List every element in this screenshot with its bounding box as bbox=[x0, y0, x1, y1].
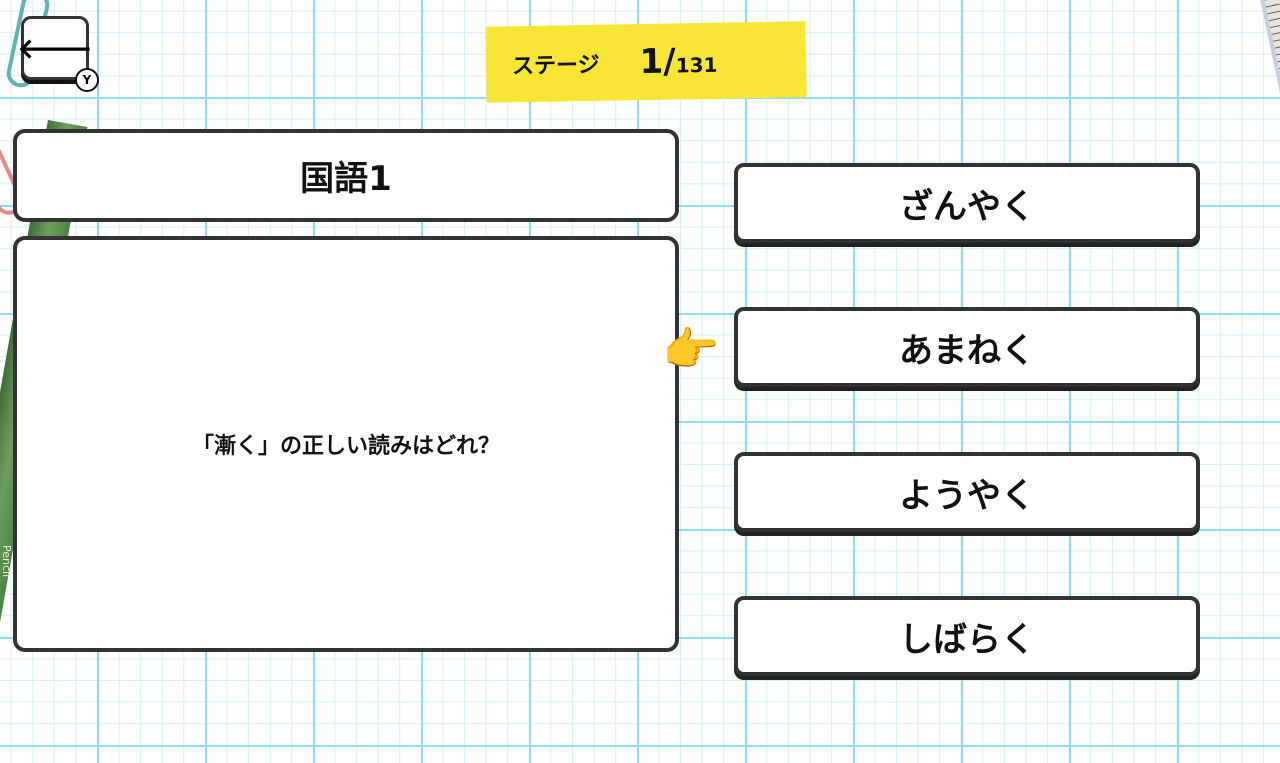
pencil-label: Pencil bbox=[0, 545, 13, 578]
answer-button[interactable]: あまねく bbox=[734, 307, 1200, 387]
answer-button[interactable]: ざんやく bbox=[734, 163, 1200, 243]
stage-current: 1/ bbox=[639, 41, 676, 83]
y-button-hint: Y bbox=[75, 68, 99, 92]
pointing-hand-cursor-icon: 👉 bbox=[662, 322, 720, 376]
answer-button[interactable]: しばらく bbox=[734, 596, 1200, 676]
subject-title: 国語1 bbox=[13, 129, 679, 222]
back-button[interactable]: 🡐 bbox=[17, 16, 93, 80]
stage-label: ステージ bbox=[511, 52, 600, 80]
stage-total: 131 bbox=[675, 52, 718, 78]
stage-indicator: ステージ 1/ 131 bbox=[485, 21, 807, 103]
ruler-decoration bbox=[1256, 0, 1280, 763]
answer-button[interactable]: ようやく bbox=[734, 452, 1200, 532]
question-text: 「漸く」の正しい読みはどれ？ bbox=[13, 236, 679, 652]
arrow-left-icon: 🡐 bbox=[17, 32, 93, 65]
